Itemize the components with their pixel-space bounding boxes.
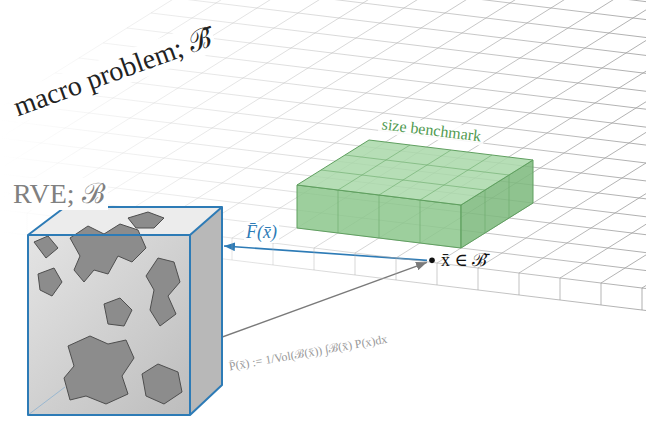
grid-line: [478, 0, 646, 268]
slab-line: [642, 288, 643, 310]
benchmark-volume: [295, 138, 537, 250]
grid-line: [271, 0, 646, 38]
cube-outline: [28, 207, 222, 415]
grid-line: [199, 0, 646, 83]
pore-phase: [104, 298, 132, 326]
pore-phase: [142, 364, 182, 404]
cube-hidden-edge: [28, 387, 65, 415]
grid-line: [319, 0, 646, 8]
rve-cube: RVE; ℬ: [8, 178, 228, 418]
slab-line: [27, 213, 28, 235]
pore-phase: [64, 336, 134, 404]
top-face: [297, 140, 533, 205]
grid-line: [150, 0, 646, 228]
box-grid-line: [420, 200, 421, 243]
grid-line: [79, 58, 646, 158]
pore-phase: [34, 236, 58, 258]
slab-line: [560, 278, 561, 300]
macro-title: macro problem; ℬ̄: [6, 21, 218, 124]
benchmark-label: size benchmark: [378, 115, 485, 146]
average-formula: P̄(x̄) := 1/Vol(ℬ(x̄)) ∫ℬ(x̄) P(x)dx: [226, 332, 390, 374]
grid-line: [560, 0, 646, 278]
grid-line: [191, 0, 646, 233]
slab-line: [232, 238, 233, 260]
grid-line: [223, 0, 646, 68]
macro-point: x̄ ∈ ℬ̄: [428, 250, 490, 271]
box-grid-line: [379, 195, 380, 238]
slab-line: [519, 273, 520, 295]
pore-phase: [146, 258, 180, 326]
box-grid-line: [338, 145, 410, 190]
pore-phase: [38, 268, 62, 296]
point-label: x̄ ∈ ℬ̄: [438, 250, 490, 271]
cube-side: [190, 207, 222, 415]
slab-line: [478, 268, 479, 290]
slab-line: [396, 258, 397, 280]
box-grid-line: [338, 190, 339, 233]
slab-line: [273, 243, 274, 265]
edge-label-holder: P̄(x̄) := 1/Vol(ℬ(x̄)) ∫ℬ(x̄) P(x)dx: [226, 357, 390, 375]
box-grid-line: [379, 150, 451, 195]
slab-line: [437, 263, 438, 285]
connector-arrow: [192, 262, 427, 348]
rve-volume: [8, 178, 228, 418]
box-grid-line: [485, 190, 486, 233]
pore-phase: [70, 224, 146, 282]
box-grid-line: [509, 175, 510, 218]
grid-line: [151, 13, 646, 113]
point-dot: [429, 258, 435, 264]
size-benchmark-box: size benchmark: [295, 138, 537, 250]
box-grid-line: [420, 155, 492, 200]
grid-line: [247, 0, 646, 53]
slab-line: [601, 283, 602, 305]
rve-title: RVE; ℬ: [10, 178, 108, 210]
box-grid-line: [345, 155, 509, 175]
slab-line: [355, 253, 356, 275]
grid-line: [232, 0, 646, 238]
grid-line: [601, 0, 646, 283]
grid-line: [295, 0, 646, 23]
pore-phase: [128, 212, 164, 228]
slab-line: [314, 248, 315, 270]
grid-line: [175, 0, 646, 98]
box-grid-line: [321, 170, 485, 190]
grid-line: [642, 0, 646, 288]
point-marker: [428, 250, 438, 271]
